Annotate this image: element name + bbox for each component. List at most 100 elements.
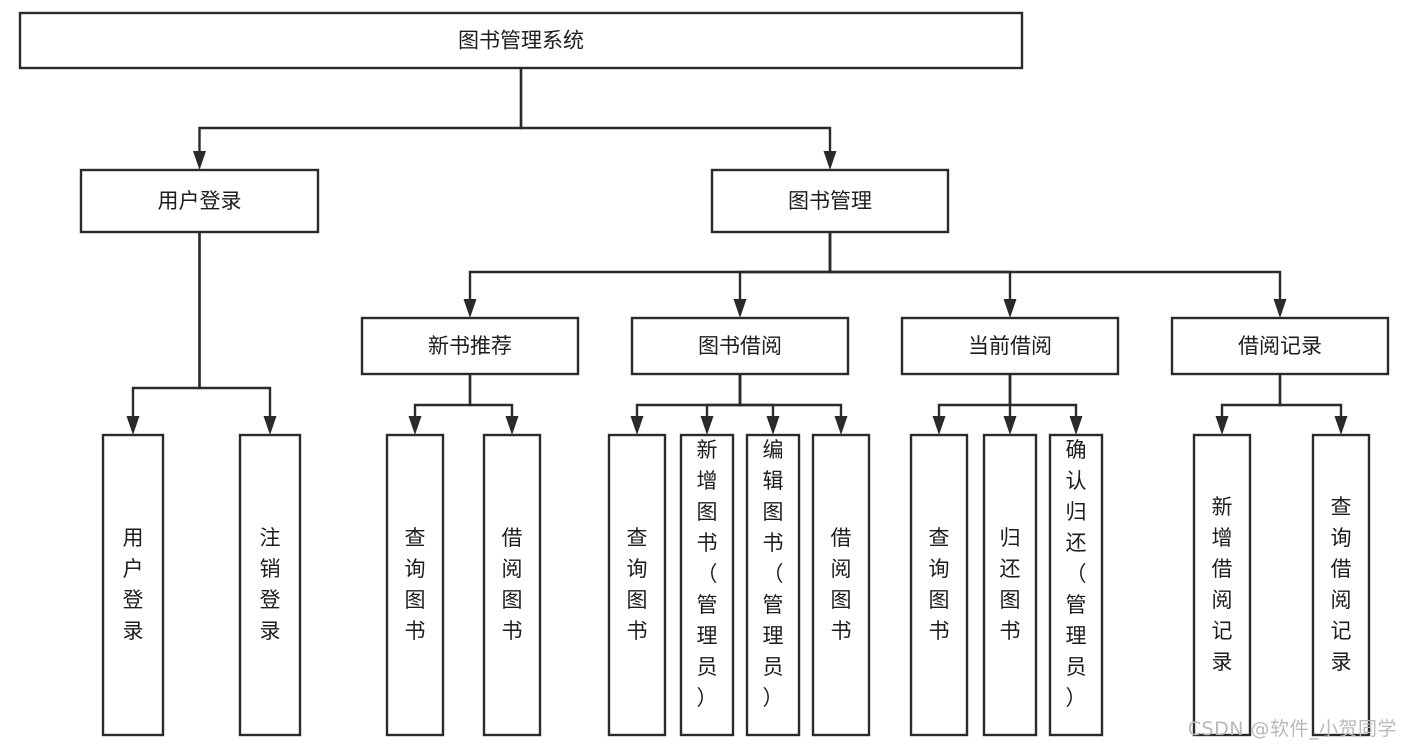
node-label: 新增借阅记录	[1212, 495, 1233, 674]
leaf-node-leaf-query-book-current[interactable]: 查询图书	[909, 433, 969, 737]
node-box[interactable]	[607, 433, 667, 737]
connector-line	[131, 230, 201, 418]
arrow-head-icon	[505, 416, 519, 435]
node-label: 确认归还（管理员）	[1066, 438, 1087, 710]
node-label: 查询图书	[405, 526, 426, 643]
node-label: 归还图书	[1000, 526, 1021, 643]
node-label: 新书推荐	[428, 334, 512, 358]
node-label: 当前借阅	[968, 334, 1052, 358]
node-label: 用户登录	[158, 189, 242, 213]
node-label: 图书借阅	[698, 334, 782, 358]
node-label: 新增图书（管理员）	[697, 438, 718, 710]
node-label: 查询图书	[929, 526, 950, 643]
node-box[interactable]	[900, 316, 1120, 376]
leaf-node-leaf-add-borrow-record[interactable]: 新增借阅记录	[1192, 433, 1252, 737]
connector-line	[738, 372, 843, 418]
leaf-node-leaf-user-logout[interactable]: 注销登录	[238, 433, 302, 737]
arrow-head-icon	[1215, 416, 1229, 435]
node-box[interactable]	[1048, 433, 1104, 737]
arrow-head-icon	[126, 416, 140, 435]
arrow-head-icon	[700, 416, 714, 435]
node-box[interactable]	[679, 433, 735, 737]
node-box[interactable]	[101, 433, 165, 737]
connector-line	[519, 66, 832, 153]
connector-line	[468, 230, 832, 301]
level2-node-user-login[interactable]: 用户登录	[79, 168, 320, 234]
arrow-head-icon	[932, 416, 946, 435]
node-box[interactable]	[238, 433, 302, 737]
node-label: 编辑图书（管理员）	[763, 438, 784, 710]
leaf-node-leaf-confirm-return-admin[interactable]: 确认归还（管理员）	[1048, 433, 1104, 737]
node-box[interactable]	[482, 433, 542, 737]
arrow-head-icon	[1003, 299, 1017, 318]
node-label: 查询借阅记录	[1331, 495, 1352, 674]
node-label: 图书管理系统	[458, 29, 584, 53]
node-box[interactable]	[811, 433, 871, 737]
node-label: 查询图书	[627, 526, 648, 643]
leaf-node-leaf-borrow-book-borrow[interactable]: 借阅图书	[811, 433, 871, 737]
connector-line	[738, 372, 775, 418]
arrow-head-icon	[263, 416, 277, 435]
arrow-head-icon	[766, 416, 780, 435]
node-layer: 图书管理系统用户登录图书管理新书推荐图书借阅当前借阅借阅记录用户登录注销登录查询…	[18, 11, 1390, 737]
node-label: 图书管理	[788, 189, 872, 213]
arrow-head-icon	[733, 299, 747, 318]
node-box[interactable]	[1311, 433, 1371, 737]
node-box[interactable]	[710, 168, 950, 234]
connector-line	[1008, 372, 1078, 418]
node-box[interactable]	[79, 168, 320, 234]
arrow-head-icon	[1069, 416, 1083, 435]
level2-node-book-manage[interactable]: 图书管理	[710, 168, 950, 234]
node-box[interactable]	[360, 316, 580, 376]
node-box[interactable]	[385, 433, 445, 737]
connector-line	[828, 230, 1012, 301]
arrow-head-icon	[823, 151, 837, 170]
leaf-node-leaf-return-book[interactable]: 归还图书	[982, 433, 1038, 737]
connector-line	[468, 372, 514, 418]
node-box[interactable]	[982, 433, 1038, 737]
connector-line	[1220, 372, 1282, 418]
connector-line	[198, 230, 272, 418]
arrow-head-icon	[630, 416, 644, 435]
connector-layer	[126, 66, 1348, 435]
leaf-node-leaf-query-book-rec[interactable]: 查询图书	[385, 433, 445, 737]
connector-line	[937, 372, 1012, 418]
connector-line	[413, 372, 472, 418]
arrow-head-icon	[1273, 299, 1287, 318]
level3-node-current-borrow[interactable]: 当前借阅	[900, 316, 1120, 376]
leaf-node-leaf-user-login[interactable]: 用户登录	[101, 433, 165, 737]
arrow-head-icon	[193, 151, 206, 170]
leaf-node-leaf-edit-book-admin[interactable]: 编辑图书（管理员）	[745, 433, 801, 737]
arrow-head-icon	[834, 416, 848, 435]
root-node-root[interactable]: 图书管理系统	[18, 11, 1024, 70]
node-label: 用户登录	[123, 526, 144, 643]
connector-line	[705, 372, 742, 418]
arrow-head-icon	[1334, 416, 1348, 435]
arrow-head-icon	[408, 416, 422, 435]
connector-line	[828, 230, 1282, 301]
node-box[interactable]	[1170, 316, 1390, 376]
arrow-head-icon	[463, 299, 477, 318]
connector-line	[1278, 372, 1343, 418]
leaf-node-leaf-query-book-borrow[interactable]: 查询图书	[607, 433, 667, 737]
node-box[interactable]	[18, 11, 1024, 70]
node-box[interactable]	[745, 433, 801, 737]
node-label: 借阅图书	[831, 526, 852, 643]
level3-node-book-borrow[interactable]: 图书借阅	[630, 316, 850, 376]
leaf-node-leaf-add-book-admin[interactable]: 新增图书（管理员）	[679, 433, 735, 737]
level3-node-borrow-record[interactable]: 借阅记录	[1170, 316, 1390, 376]
arrow-head-icon	[1003, 416, 1017, 435]
leaf-node-leaf-query-borrow-record[interactable]: 查询借阅记录	[1311, 433, 1371, 737]
node-box[interactable]	[630, 316, 850, 376]
connector-line	[198, 66, 523, 153]
csdn-watermark: CSDN @软件_小贺同学	[1187, 718, 1397, 740]
node-label: 借阅记录	[1238, 334, 1322, 358]
node-label: 借阅图书	[502, 526, 523, 643]
leaf-node-leaf-borrow-book-rec[interactable]: 借阅图书	[482, 433, 542, 737]
node-box[interactable]	[909, 433, 969, 737]
node-box[interactable]	[1192, 433, 1252, 737]
node-label: 注销登录	[260, 526, 281, 643]
connector-line	[635, 372, 742, 418]
level3-node-new-book-recommend[interactable]: 新书推荐	[360, 316, 580, 376]
